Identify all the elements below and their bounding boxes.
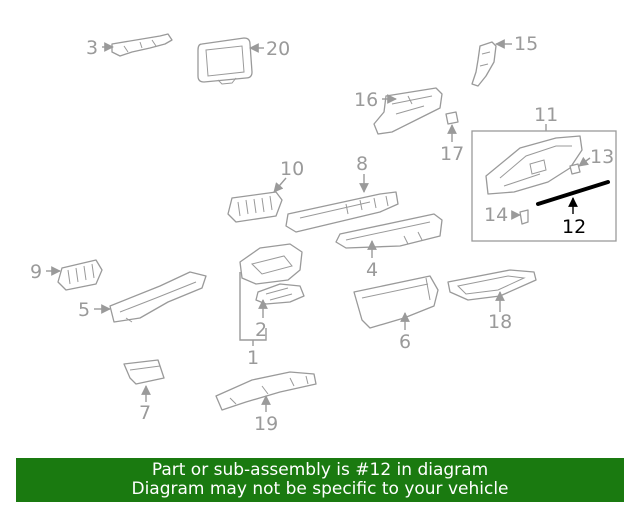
part-4-trim[interactable] (335, 213, 443, 249)
callout-18[interactable]: 18 (488, 311, 512, 333)
callout-9[interactable]: 9 (30, 261, 42, 283)
part-16-panel[interactable] (373, 87, 443, 135)
part-19-bracket[interactable] (215, 371, 317, 411)
notice-banner: Part or sub-assembly is #12 in diagram D… (16, 458, 624, 502)
part-12-trim-strip[interactable] (536, 180, 610, 206)
callout-3[interactable]: 3 (86, 37, 98, 59)
parts-diagram: 3 20 15 16 17 11 12 13 (30, 33, 617, 435)
callout-8[interactable]: 8 (356, 153, 368, 175)
group-box-11 (471, 130, 617, 242)
callout-5[interactable]: 5 (78, 299, 90, 321)
callout-16[interactable]: 16 (354, 89, 378, 111)
part-15-bracket[interactable] (471, 41, 497, 87)
callout-20[interactable]: 20 (266, 38, 290, 60)
callout-4[interactable]: 4 (366, 259, 378, 281)
callout-2[interactable]: 2 (255, 319, 267, 341)
callout-17[interactable]: 17 (440, 143, 464, 165)
part-5-panel[interactable] (109, 271, 207, 323)
part-10-vent[interactable] (227, 191, 283, 223)
part-17-clip[interactable] (445, 111, 459, 125)
callout-7[interactable]: 7 (139, 402, 151, 424)
part-9-vent[interactable] (57, 259, 103, 291)
part-6-lower-panel[interactable] (353, 275, 439, 329)
callout-11[interactable]: 11 (534, 104, 558, 126)
part-18-frame[interactable] (447, 269, 537, 301)
callout-14[interactable]: 14 (484, 204, 508, 226)
leader-10 (273, 177, 287, 193)
part-1-cluster[interactable] (239, 243, 303, 285)
part-3-bracket[interactable] (111, 33, 173, 57)
part-20-display[interactable] (197, 37, 253, 85)
callout-13[interactable]: 13 (590, 146, 614, 168)
notice-line-2: Diagram may not be specific to your vehi… (131, 479, 509, 499)
part-2-trim[interactable] (255, 283, 305, 305)
leader-13 (578, 156, 591, 167)
part-13-clip[interactable] (569, 163, 581, 175)
callout-12[interactable]: 12 (562, 216, 586, 238)
callout-10[interactable]: 10 (280, 158, 304, 180)
callout-19[interactable]: 19 (254, 413, 278, 435)
part-11-assembly[interactable] (485, 135, 583, 195)
part-8-panel[interactable] (285, 191, 399, 233)
callout-15[interactable]: 15 (514, 33, 538, 55)
part-7-block[interactable] (123, 359, 165, 385)
callout-1[interactable]: 1 (247, 347, 259, 369)
callout-6[interactable]: 6 (399, 331, 411, 353)
part-14-clip[interactable] (519, 209, 529, 225)
notice-line-1: Part or sub-assembly is #12 in diagram (151, 460, 489, 480)
